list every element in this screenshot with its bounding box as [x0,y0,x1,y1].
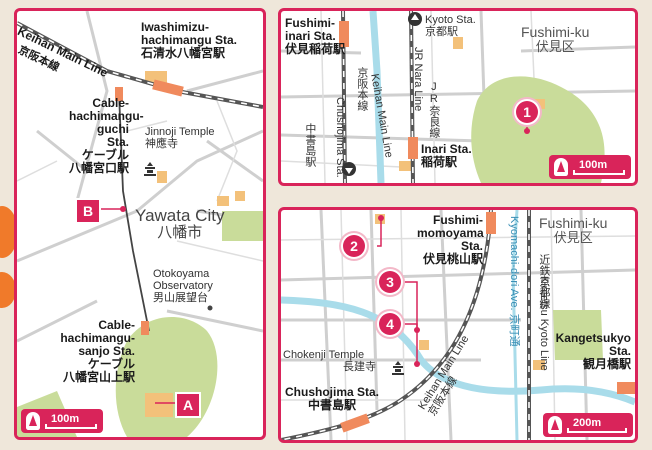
park-area [553,310,603,360]
station-name-en: hachimangu Sta. [141,32,238,47]
building [399,161,411,171]
station-marker [617,382,635,394]
fushimi-inari-map-graphic [281,11,635,183]
inari-station-label: Inari Sta. 稲荷駅 [421,142,472,169]
iwashimizu-station-label: Iwashimizu- hachimangu Sta. 石清水八幡宮駅 [141,21,237,60]
station-marker [115,87,123,101]
station-marker [339,21,349,47]
cable-hachimangu-sanjo-label: Cable- hachimangu- sanjo Sta. ケーブル 八幡宮山上… [60,318,135,384]
fushimi-inari-station-label: Fushimi- inari Sta. 伏見稲荷駅 [285,16,346,56]
scale-bar: 100m [549,155,631,179]
jr-nara-line-label-jp: JR奈良線 [427,81,440,138]
jinnoji-temple-label: Jinnoji Temple 神應寺 [145,126,215,150]
fushimi-momoyama-map-panel: Fushimi- momoyama Sta. 伏見桃山駅 Kyomachi-do… [278,207,638,443]
building [533,360,545,370]
scale-distance: 200m [573,417,602,429]
north-arrow-icon [26,412,40,430]
fushimi-ku-ward-label: Fushimi-ku 伏見区 [539,215,608,246]
cable-car-line [118,92,150,332]
yawata-city-label: Yawata City 八幡市 [135,206,225,242]
chushojima-station-label: Chushojima Sta. 中書島駅 [285,385,380,412]
station-marker [141,321,149,335]
marker-3[interactable]: 3 [379,271,401,293]
kangetsukyo-station-label: Kangetsukyo Sta. 観月橋駅 [555,331,631,371]
dot-marker [120,206,126,212]
orange-leaf-shape [0,206,18,258]
dot-marker [378,215,384,221]
yawata-map-graphic [17,11,263,437]
temple-icon [144,162,156,176]
station-marker [408,137,418,159]
chushojima-direction-jp: 中書島駅 [303,123,316,167]
keihan-line-label-jp: 京阪本線 [355,67,368,111]
dot-marker [414,361,420,367]
station-marker [486,212,496,234]
yawata-map-panel: Keihan Main Line 京阪本線 Iwashimizu- hachim… [14,8,266,440]
fushimi-inari-map-panel: Fushimi- inari Sta. 伏見稲荷駅 京阪本線 Keihan Ma… [278,8,638,186]
marker-a[interactable]: A [175,392,201,418]
scale-bar: 100m [21,409,103,433]
chushojima-direction-en: Chushojima Sta. [334,97,346,178]
cable-hachimangu-guchi-label: Cable- hachimangu- guchi Sta. ケーブル 八幡宮口駅 [69,96,144,175]
fushimi-momoyama-station-label: Fushimi- momoyama Sta. 伏見桃山駅 [417,213,484,266]
north-arrow-icon [548,416,562,434]
orange-leaf-shape [0,272,16,308]
kyoto-station-label: Kyoto Sta. 京都駅 [425,14,476,38]
marker-4[interactable]: 4 [379,313,401,335]
building [235,191,245,201]
marker-1[interactable]: 1 [516,101,538,123]
station-marker [340,413,370,433]
observatory-dot [207,305,213,311]
marker-b[interactable]: B [75,198,101,224]
building [453,37,463,49]
building [217,196,229,206]
chokenji-temple-label: Chokenji Temple 長建寺 [283,349,376,373]
building [419,340,429,350]
station-name-jp: 石清水八幡宮駅 [141,45,226,60]
road-network [281,210,635,440]
kyomachi-ave-label: Kyomachi-dori Ave. 京町通 [508,216,520,347]
marker-2[interactable]: 2 [343,235,365,257]
canal [511,210,519,440]
scale-distance: 100m [51,413,80,425]
station-name-en: Iwashimizu- [141,20,210,34]
scale-distance: 100m [579,159,608,171]
building [157,171,167,183]
temple-icon [392,361,404,375]
dot-marker [524,128,530,134]
jr-nara-line-label-en: JR Nara Line [412,47,424,112]
park-area [222,211,263,241]
river [369,11,385,183]
building [145,393,173,417]
otokoyama-observatory-label: Otokoyama Observatory 男山展望台 [153,268,213,304]
kintetsu-line-label-jp: 近鉄京都線 [537,254,550,309]
fushimi-ku-ward-label: Fushimi-ku 伏見区 [521,24,590,55]
kintetsu-line-label-en: Kintetsu Kyoto Line [538,276,550,371]
building [533,99,545,109]
river [281,296,635,406]
building [145,71,167,83]
north-arrow-icon [554,158,568,176]
fushimi-momoyama-map-graphic [281,210,635,440]
station-marker [152,79,184,97]
scale-bar: 200m [543,413,633,437]
